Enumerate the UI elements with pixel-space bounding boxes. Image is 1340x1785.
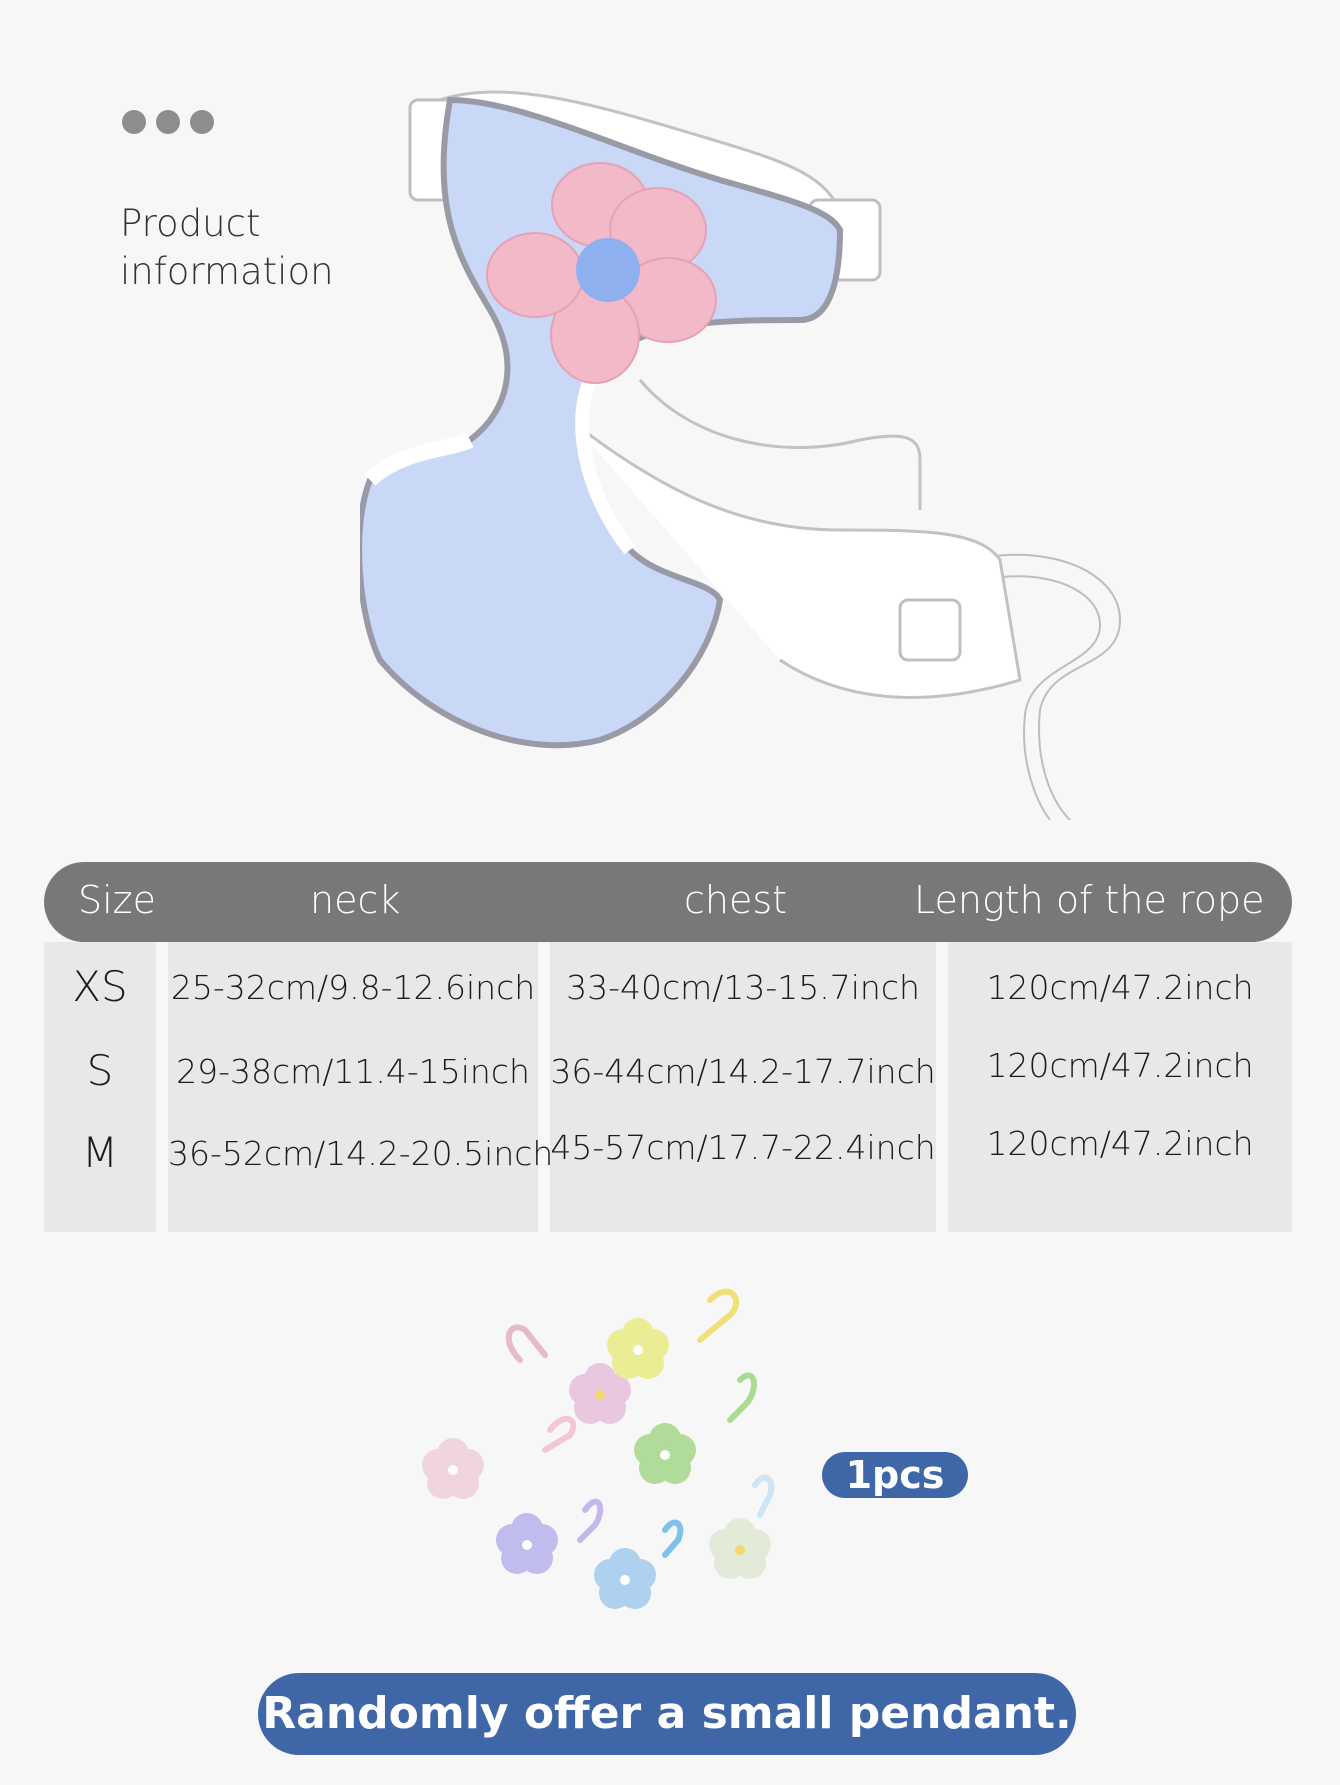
section-heading: Product information <box>120 200 334 296</box>
column-size: XS S M <box>44 942 156 1232</box>
table-cell: 120cm/47.2inch <box>986 1124 1254 1163</box>
table-cell: XS <box>72 962 128 1011</box>
heading-line-1: Product <box>120 202 261 245</box>
table-cell: 120cm/47.2inch <box>986 1046 1254 1085</box>
heading-line-2: information <box>120 250 334 293</box>
table-cell: 45-57cm/17.7-22.4inch <box>550 1128 936 1167</box>
header-neck: neck <box>310 878 401 922</box>
table-cell: 36-52cm/14.2-20.5inch <box>168 1134 554 1173</box>
quantity-badge: 1pcs <box>822 1452 968 1498</box>
three-dots-icon <box>122 110 214 134</box>
table-cell: 120cm/47.2inch <box>986 968 1254 1007</box>
table-body: XS S M 25-32cm/9.8-12.6inch 29-38cm/11.4… <box>44 942 1292 1232</box>
table-cell: 36-44cm/14.2-17.7inch <box>550 1052 936 1091</box>
column-chest: 33-40cm/13-15.7inch 36-44cm/14.2-17.7inc… <box>550 942 936 1232</box>
table-cell: S <box>86 1046 114 1095</box>
pendant-keychains-image <box>422 1288 775 1609</box>
table-cell: M <box>81 1128 119 1177</box>
header-chest: chest <box>684 878 788 922</box>
table-cell: 25-32cm/9.8-12.6inch <box>170 968 536 1007</box>
column-rope: 120cm/47.2inch 120cm/47.2inch 120cm/47.2… <box>948 942 1292 1232</box>
harness-illustration <box>360 90 1122 820</box>
offer-banner: Randomly offer a small pendant. <box>258 1673 1076 1755</box>
header-size: Size <box>78 878 157 922</box>
table-header: Size neck chest Length of the rope <box>44 862 1292 942</box>
size-table: Size neck chest Length of the rope XS S … <box>44 862 1292 1232</box>
table-cell: 33-40cm/13-15.7inch <box>566 968 920 1007</box>
column-neck: 25-32cm/9.8-12.6inch 29-38cm/11.4-15inch… <box>168 942 554 1232</box>
header-rope: Length of the rope <box>914 878 1265 922</box>
table-cell: 29-38cm/11.4-15inch <box>176 1052 530 1091</box>
